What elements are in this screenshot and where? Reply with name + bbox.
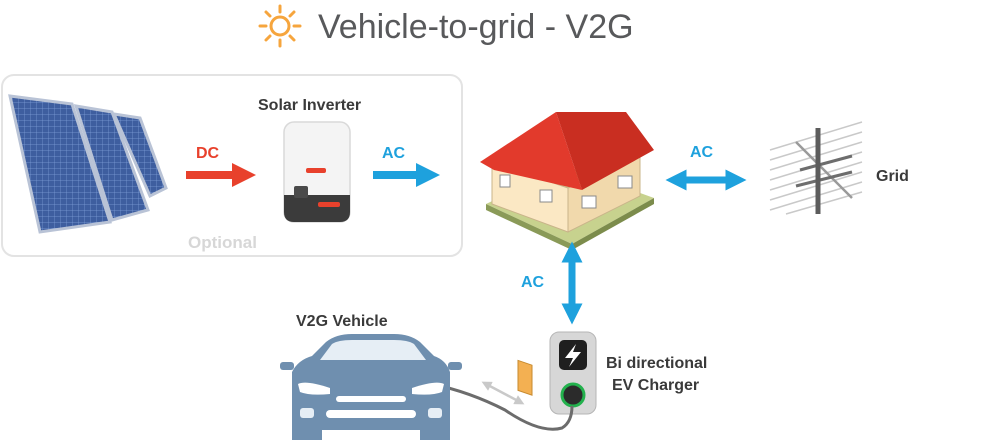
- ev-charger-icon: [549, 331, 597, 415]
- charger-label-line1: Bi directional: [606, 355, 707, 372]
- car-icon: [280, 334, 462, 440]
- page-title: Vehicle-to-grid - V2G: [318, 8, 634, 46]
- vehicle-label: V2G Vehicle: [296, 313, 388, 330]
- charger-label-line2: EV Charger: [612, 377, 699, 394]
- ac-label-charger: AC: [521, 274, 545, 291]
- optional-box: [1, 74, 463, 257]
- bidirectional-flow-arrow: [481, 381, 525, 405]
- optional-label: Optional: [188, 233, 257, 252]
- sun-icon: [258, 4, 302, 48]
- dc-label: DC: [196, 145, 220, 162]
- solar-panel-icon: [8, 94, 168, 234]
- ac-label-grid: AC: [690, 144, 714, 161]
- inverter-icon: [283, 121, 351, 223]
- ac-label-inverter: AC: [382, 145, 406, 162]
- title-group: Vehicle-to-grid - V2G: [258, 4, 634, 48]
- charging-cable: [431, 382, 574, 431]
- solar-inverter-label: Solar Inverter: [258, 97, 361, 114]
- house-icon: [480, 112, 654, 396]
- power-pylon-icon: [769, 121, 863, 215]
- grid-label: Grid: [876, 168, 909, 185]
